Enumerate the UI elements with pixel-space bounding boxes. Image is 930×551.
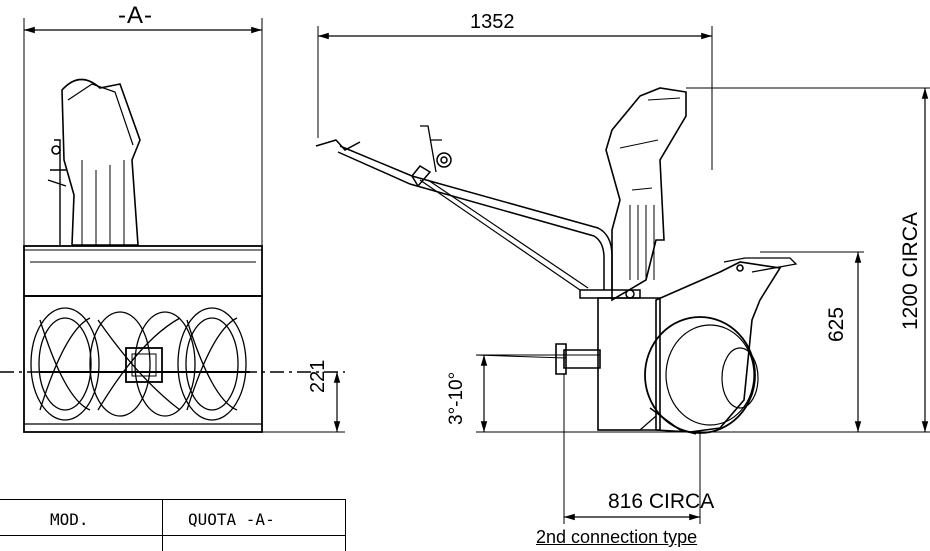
side-view	[315, 26, 930, 524]
dim-a-label: -A-	[118, 2, 153, 29]
side-housing	[655, 261, 782, 433]
pto-shaft	[563, 349, 601, 369]
table-header-mod: MOD.	[50, 510, 89, 529]
front-housing	[23, 295, 263, 433]
table-row-divider	[0, 535, 345, 536]
dim-wheel-offset-label: 816 CIRCA	[608, 490, 715, 513]
front-view	[0, 18, 345, 433]
front-chute	[61, 78, 141, 246]
dim-tilt-angle-label: 3°-10°	[446, 371, 467, 425]
connection-type-caption: 2nd connection type	[536, 527, 698, 547]
dim-chute-height-label: 625	[825, 306, 848, 342]
model-table: MOD. QUOTA -A-	[0, 499, 346, 551]
front-housing-top	[23, 245, 263, 297]
side-body	[597, 297, 661, 431]
table-header-quota: QUOTA -A-	[188, 510, 275, 529]
auger	[30, 307, 247, 421]
dim-axis-height-label: 221	[307, 359, 329, 393]
dim-overall-length-label: 1352	[470, 11, 515, 33]
dim-total-height-label: 1200 CIRCA	[899, 212, 922, 330]
side-chute	[605, 87, 687, 302]
table-column-divider	[162, 500, 163, 551]
drawbar	[315, 125, 641, 299]
